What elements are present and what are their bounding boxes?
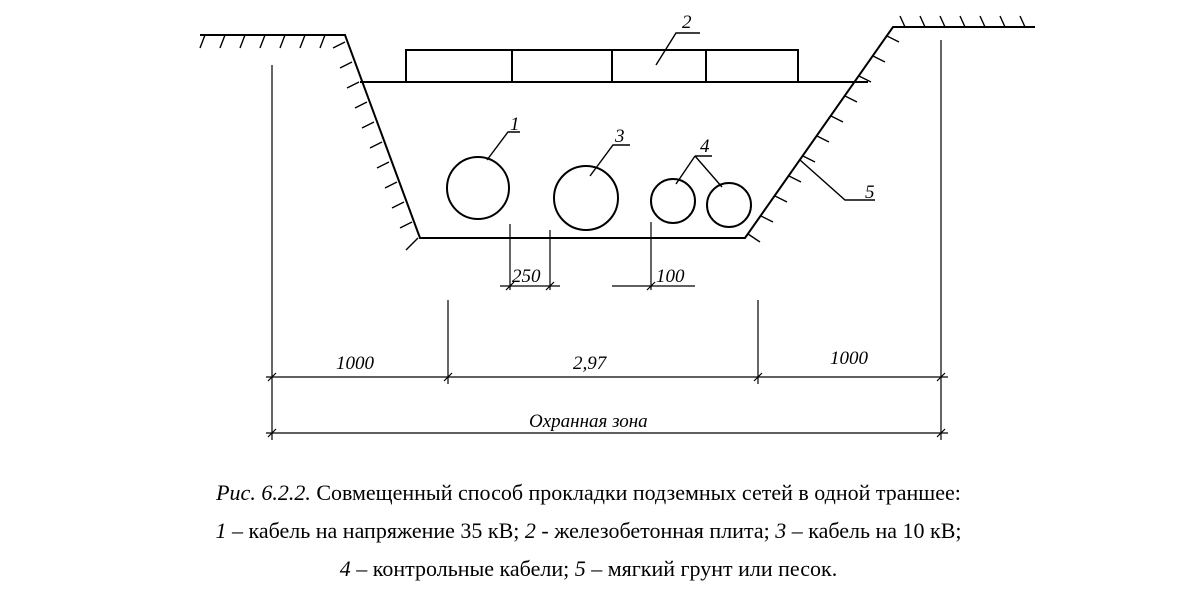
cable-10kv xyxy=(553,165,619,231)
control-cable-2 xyxy=(706,182,752,228)
zone-dimension-lines xyxy=(266,372,948,438)
caption-num: 1 xyxy=(215,518,227,543)
dim-left-1000: 1000 xyxy=(336,353,375,374)
small-dimension-lines xyxy=(500,222,695,291)
caption-text: - железобетонная плита; xyxy=(535,518,776,543)
caption-num: 3 xyxy=(775,518,787,543)
trench-outline xyxy=(200,26,1035,239)
dim-100: 100 xyxy=(656,266,685,287)
ground-hatching-right xyxy=(747,15,1026,243)
caption-num: 4 xyxy=(339,556,351,581)
label-4: 4 xyxy=(700,136,710,157)
caption-num: 5 xyxy=(574,556,586,581)
caption-line-1: Рис. 6.2.2. Совмещенный способ прокладки… xyxy=(0,478,1177,508)
control-cable-1 xyxy=(650,178,696,224)
dim-250: 250 xyxy=(512,266,541,287)
caption-title: Совмещенный способ прокладки подземных с… xyxy=(310,480,961,505)
label-3: 3 xyxy=(614,126,625,147)
caption-line-3: 4 – контрольные кабели; 5 – мягкий грунт… xyxy=(0,554,1177,584)
label-2: 2 xyxy=(682,12,692,33)
concrete-slabs xyxy=(405,49,799,83)
label-1: 1 xyxy=(510,114,520,135)
ground-hatching-left xyxy=(199,34,419,251)
caption-text: – мягкий грунт или песок. xyxy=(585,556,838,581)
caption-text: – контрольные кабели; xyxy=(350,556,575,581)
dim-right-1000: 1000 xyxy=(830,348,869,369)
caption-line-2: 1 – кабель на напряжение 35 кВ; 2 - желе… xyxy=(0,516,1177,546)
leader-lines xyxy=(486,32,875,201)
label-5: 5 xyxy=(865,182,875,203)
dim-middle: 2,97 xyxy=(573,353,608,374)
caption-fig-ref: Рис. 6.2.2. xyxy=(216,480,311,505)
caption-text: – кабель на 10 кВ; xyxy=(786,518,962,543)
caption-text: – кабель на напряжение 35 кВ; xyxy=(226,518,525,543)
cable-35kv xyxy=(446,156,510,220)
caption-num: 2 xyxy=(524,518,536,543)
trench-diagram: 1 3 4 5 2 250 100 1000 2,97 1000 Охранна… xyxy=(199,12,1035,440)
dim-protection-zone: Охранная зона xyxy=(529,411,648,432)
